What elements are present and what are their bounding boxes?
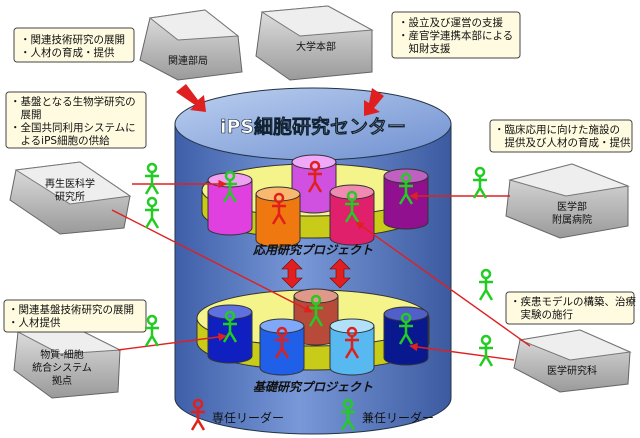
applied-cylinders: [207, 154, 429, 248]
cyl-pink: [329, 184, 375, 246]
svg-text:・人材提供: ・人材提供: [8, 316, 61, 329]
svg-text:医学研究科: 医学研究科: [547, 364, 597, 377]
svg-text:研究所: 研究所: [55, 190, 85, 203]
svg-text:・基盤となる生物学研究の: ・基盤となる生物学研究の: [10, 95, 136, 108]
concurrent-leader-icon: [477, 334, 495, 368]
basic-cylinders: [207, 288, 429, 376]
note-related-dept: ・関連技術研究の展開 ・人材の育成・提供: [13, 27, 135, 63]
cyl-lightblue: [329, 318, 375, 376]
svg-text:よるiPS細胞の供給: よるiPS細胞の供給: [10, 134, 110, 147]
org-medfac: 医学部 附属病院: [505, 163, 630, 239]
note-mesys: ・関連基盤技術研究の展開 ・人材提供: [3, 299, 147, 333]
svg-text:・全国共同利用システムに: ・全国共同利用システムに: [10, 121, 136, 134]
org-university: 大学本部: [255, 5, 374, 81]
note-medgrad: ・疾患モデルの構築、治療 実験の施行: [505, 291, 636, 325]
cyl-navy-left: [207, 304, 253, 364]
svg-text:再生医科学: 再生医科学: [45, 177, 95, 190]
svg-text:・疾患モデルの構築、治療: ・疾患モデルの構築、治療: [510, 295, 636, 308]
svg-text:・臨床応用に向けた施設の: ・臨床応用に向けた施設の: [494, 123, 620, 136]
cyl-violet-center: [291, 154, 337, 214]
concurrent-leader-icon: [471, 166, 489, 200]
top-arrows: [176, 84, 384, 116]
concurrent-leader-icon: [477, 268, 495, 302]
svg-text:拠点: 拠点: [52, 374, 72, 387]
center-title: iPS細胞研究センター: [220, 115, 406, 138]
svg-text:展開: 展開: [10, 109, 42, 121]
cyl-blue: [259, 318, 305, 376]
concurrent-leader-icon: [143, 162, 161, 196]
note-regen: ・基盤となる生物学研究の 展開 ・全国共同利用システムに よるiPS細胞の供給: [5, 91, 147, 149]
concurrent-leader-icon: [143, 196, 161, 230]
svg-text:物質-細胞: 物質-細胞: [40, 348, 84, 361]
svg-text:提供及び人材の育成・提供: 提供及び人材の育成・提供: [494, 136, 631, 149]
link-arrows: [281, 258, 351, 289]
concurrent-leader-icon: [143, 314, 161, 348]
svg-text:知財支援: 知財支援: [398, 42, 451, 55]
cyl-magenta-left: [207, 172, 253, 236]
svg-text:関連部局: 関連部局: [168, 54, 208, 67]
org-mesys: 物質-細胞 統合システム 拠点: [13, 325, 122, 399]
legend-concurrent: 兼任リーダー: [362, 410, 434, 425]
svg-text:附属病院: 附属病院: [552, 213, 592, 226]
note-university: ・設立及び運営の支援 ・産官学連携本部による 知財支援: [391, 11, 521, 59]
cyl-orange: [255, 186, 301, 248]
org-related-dept: 関連部局: [139, 9, 243, 81]
svg-text:・設立及び運営の支援: ・設立及び運営の支援: [398, 16, 503, 29]
svg-text:医学部: 医学部: [557, 200, 587, 213]
svg-text:・人材の育成・提供: ・人材の育成・提供: [20, 46, 115, 59]
svg-text:実験の施行: 実験の施行: [510, 308, 573, 321]
basic-project-label: 基礎研究プロジェクト: [253, 380, 373, 394]
legend-dedicated: 専任リーダー: [212, 410, 284, 425]
svg-text:大学本部: 大学本部: [296, 40, 336, 53]
org-regen: 再生医科学 研究所: [9, 161, 132, 235]
svg-text:・関連技術研究の展開: ・関連技術研究の展開: [20, 33, 125, 46]
svg-text:統合システム: 統合システム: [32, 361, 92, 374]
svg-text:・関連基盤技術研究の展開: ・関連基盤技術研究の展開: [8, 303, 134, 316]
org-medgrad: 医学研究科: [513, 329, 632, 393]
note-medfac: ・臨床応用に向けた施設の 提供及び人材の育成・提供: [489, 119, 633, 153]
legend: 専任リーダー 兼任リーダー: [189, 398, 434, 432]
cyl-purple-right: [383, 168, 429, 230]
applied-project-label: 応用研究プロジェクト: [252, 243, 373, 257]
svg-text:・産官学連携本部による: ・産官学連携本部による: [398, 29, 513, 42]
